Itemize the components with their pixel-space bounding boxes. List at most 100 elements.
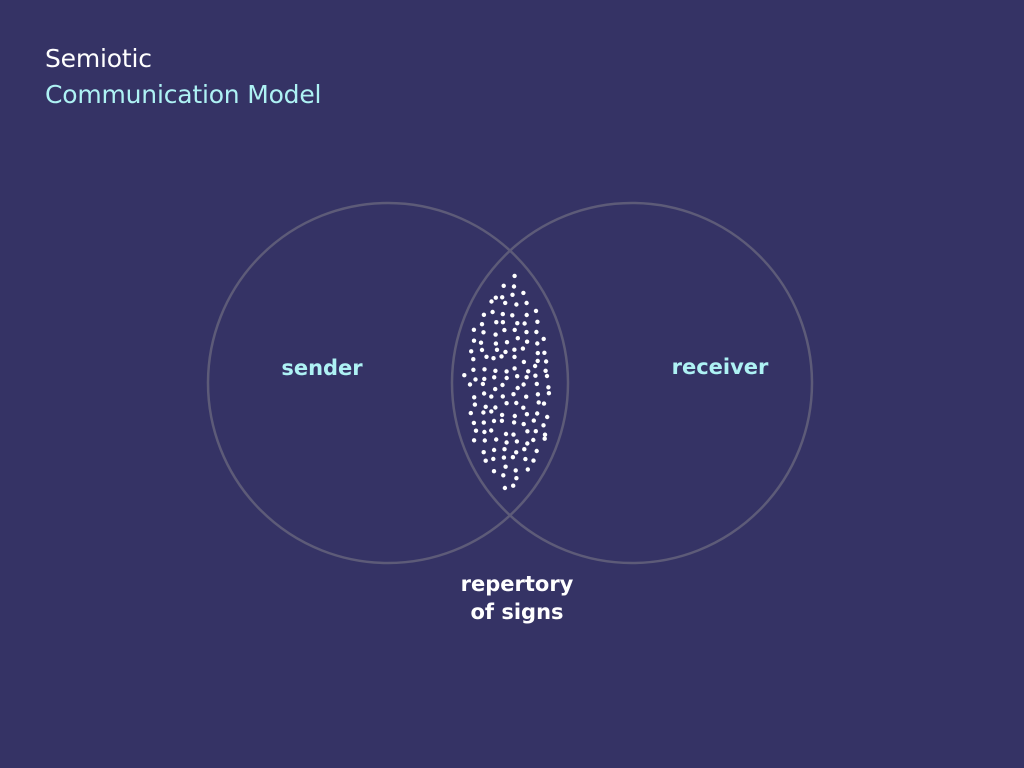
- sign-dot: [520, 346, 526, 351]
- sign-dot: [483, 458, 488, 463]
- sign-dot: [534, 448, 539, 454]
- sign-dot: [491, 469, 497, 474]
- sign-dot: [481, 312, 487, 317]
- sign-dot: [535, 350, 540, 356]
- sign-dot: [515, 374, 520, 379]
- sign-dot: [542, 436, 547, 441]
- sign-dot: [511, 432, 516, 437]
- sign-dot: [504, 401, 509, 406]
- sign-dot: [535, 341, 540, 346]
- title-line-2: Communication Model: [45, 80, 322, 109]
- sign-dot: [503, 464, 508, 469]
- sign-dot: [510, 455, 516, 460]
- sign-dot: [512, 354, 517, 360]
- sign-dot: [494, 437, 499, 442]
- sign-dot: [534, 381, 539, 387]
- sign-dot: [541, 336, 546, 342]
- sign-dot: [511, 483, 516, 488]
- sign-dot: [533, 373, 538, 378]
- sign-dot: [478, 340, 484, 345]
- sign-dot: [503, 349, 508, 355]
- sign-dot: [541, 423, 546, 428]
- sign-dot: [472, 402, 478, 407]
- sign-dot: [499, 354, 504, 359]
- sign-dot: [514, 439, 520, 444]
- sign-dot: [524, 394, 529, 399]
- sign-dot: [467, 382, 473, 387]
- sign-dot: [511, 284, 517, 289]
- sign-dot: [510, 292, 515, 297]
- sign-dot: [542, 350, 547, 355]
- sign-dot: [525, 467, 530, 472]
- sign-dot: [494, 347, 500, 352]
- sign-dot: [489, 409, 494, 414]
- sign-dot: [535, 392, 541, 397]
- sign-dot: [483, 404, 488, 409]
- repertory-label-line-1: repertory: [461, 572, 574, 596]
- sign-dot: [524, 339, 530, 344]
- receiver-label: receiver: [672, 355, 769, 379]
- sign-dot: [471, 327, 477, 332]
- sign-dot: [502, 327, 507, 333]
- sign-dot: [522, 447, 527, 452]
- sign-dot: [484, 354, 489, 359]
- sign-dot: [480, 381, 486, 387]
- sign-dot: [521, 382, 526, 387]
- sign-dot: [504, 369, 509, 374]
- sign-dot: [512, 366, 517, 371]
- sign-dot: [500, 311, 505, 317]
- sign-dot: [546, 385, 551, 390]
- sign-dot: [535, 411, 540, 416]
- sign-dot: [524, 312, 529, 318]
- sender-circle: [206, 201, 570, 565]
- sign-dot: [515, 336, 520, 341]
- sign-dot: [501, 473, 506, 478]
- sign-dot: [489, 299, 494, 304]
- sign-dot: [524, 375, 529, 380]
- sign-dot: [525, 441, 530, 446]
- sign-dot: [499, 412, 505, 418]
- sign-dot: [491, 447, 497, 453]
- sign-dot: [493, 386, 498, 392]
- sign-dot: [500, 382, 505, 388]
- sign-dot: [510, 313, 515, 318]
- sign-dot: [512, 273, 517, 279]
- sign-dot: [523, 456, 528, 462]
- sign-dot: [481, 330, 486, 335]
- title-line-1: Semiotic: [45, 44, 152, 73]
- sign-dot: [471, 338, 477, 343]
- sign-dot: [522, 321, 527, 326]
- sign-dot: [481, 450, 486, 455]
- sign-dot: [482, 376, 487, 382]
- sender-label: sender: [281, 356, 363, 380]
- sign-dot: [531, 437, 536, 443]
- sign-dot: [526, 369, 531, 374]
- sign-dot: [501, 283, 506, 288]
- sign-dot: [479, 347, 485, 353]
- sign-dot: [542, 432, 548, 437]
- sign-dot: [512, 347, 517, 352]
- sign-dot: [481, 420, 486, 425]
- sign-dot: [512, 413, 517, 419]
- sign-dot: [493, 332, 498, 337]
- sign-dot: [471, 367, 476, 372]
- sign-dot: [524, 329, 529, 335]
- sign-dot: [468, 410, 473, 416]
- sign-dot: [543, 359, 549, 364]
- sign-dot: [532, 363, 538, 369]
- sign-dot: [514, 476, 519, 481]
- sign-dot: [511, 392, 516, 397]
- sign-dot: [462, 373, 467, 378]
- sign-dot: [504, 440, 509, 445]
- sign-dot: [533, 308, 539, 314]
- sign-dot: [512, 327, 517, 333]
- sign-dot: [531, 418, 536, 423]
- sign-dot: [473, 377, 478, 382]
- sign-dot: [504, 340, 510, 345]
- sign-dot: [479, 322, 485, 327]
- sign-dot: [500, 320, 506, 325]
- sign-dot: [493, 368, 498, 373]
- sign-dot: [502, 447, 507, 452]
- sign-dot: [533, 429, 538, 434]
